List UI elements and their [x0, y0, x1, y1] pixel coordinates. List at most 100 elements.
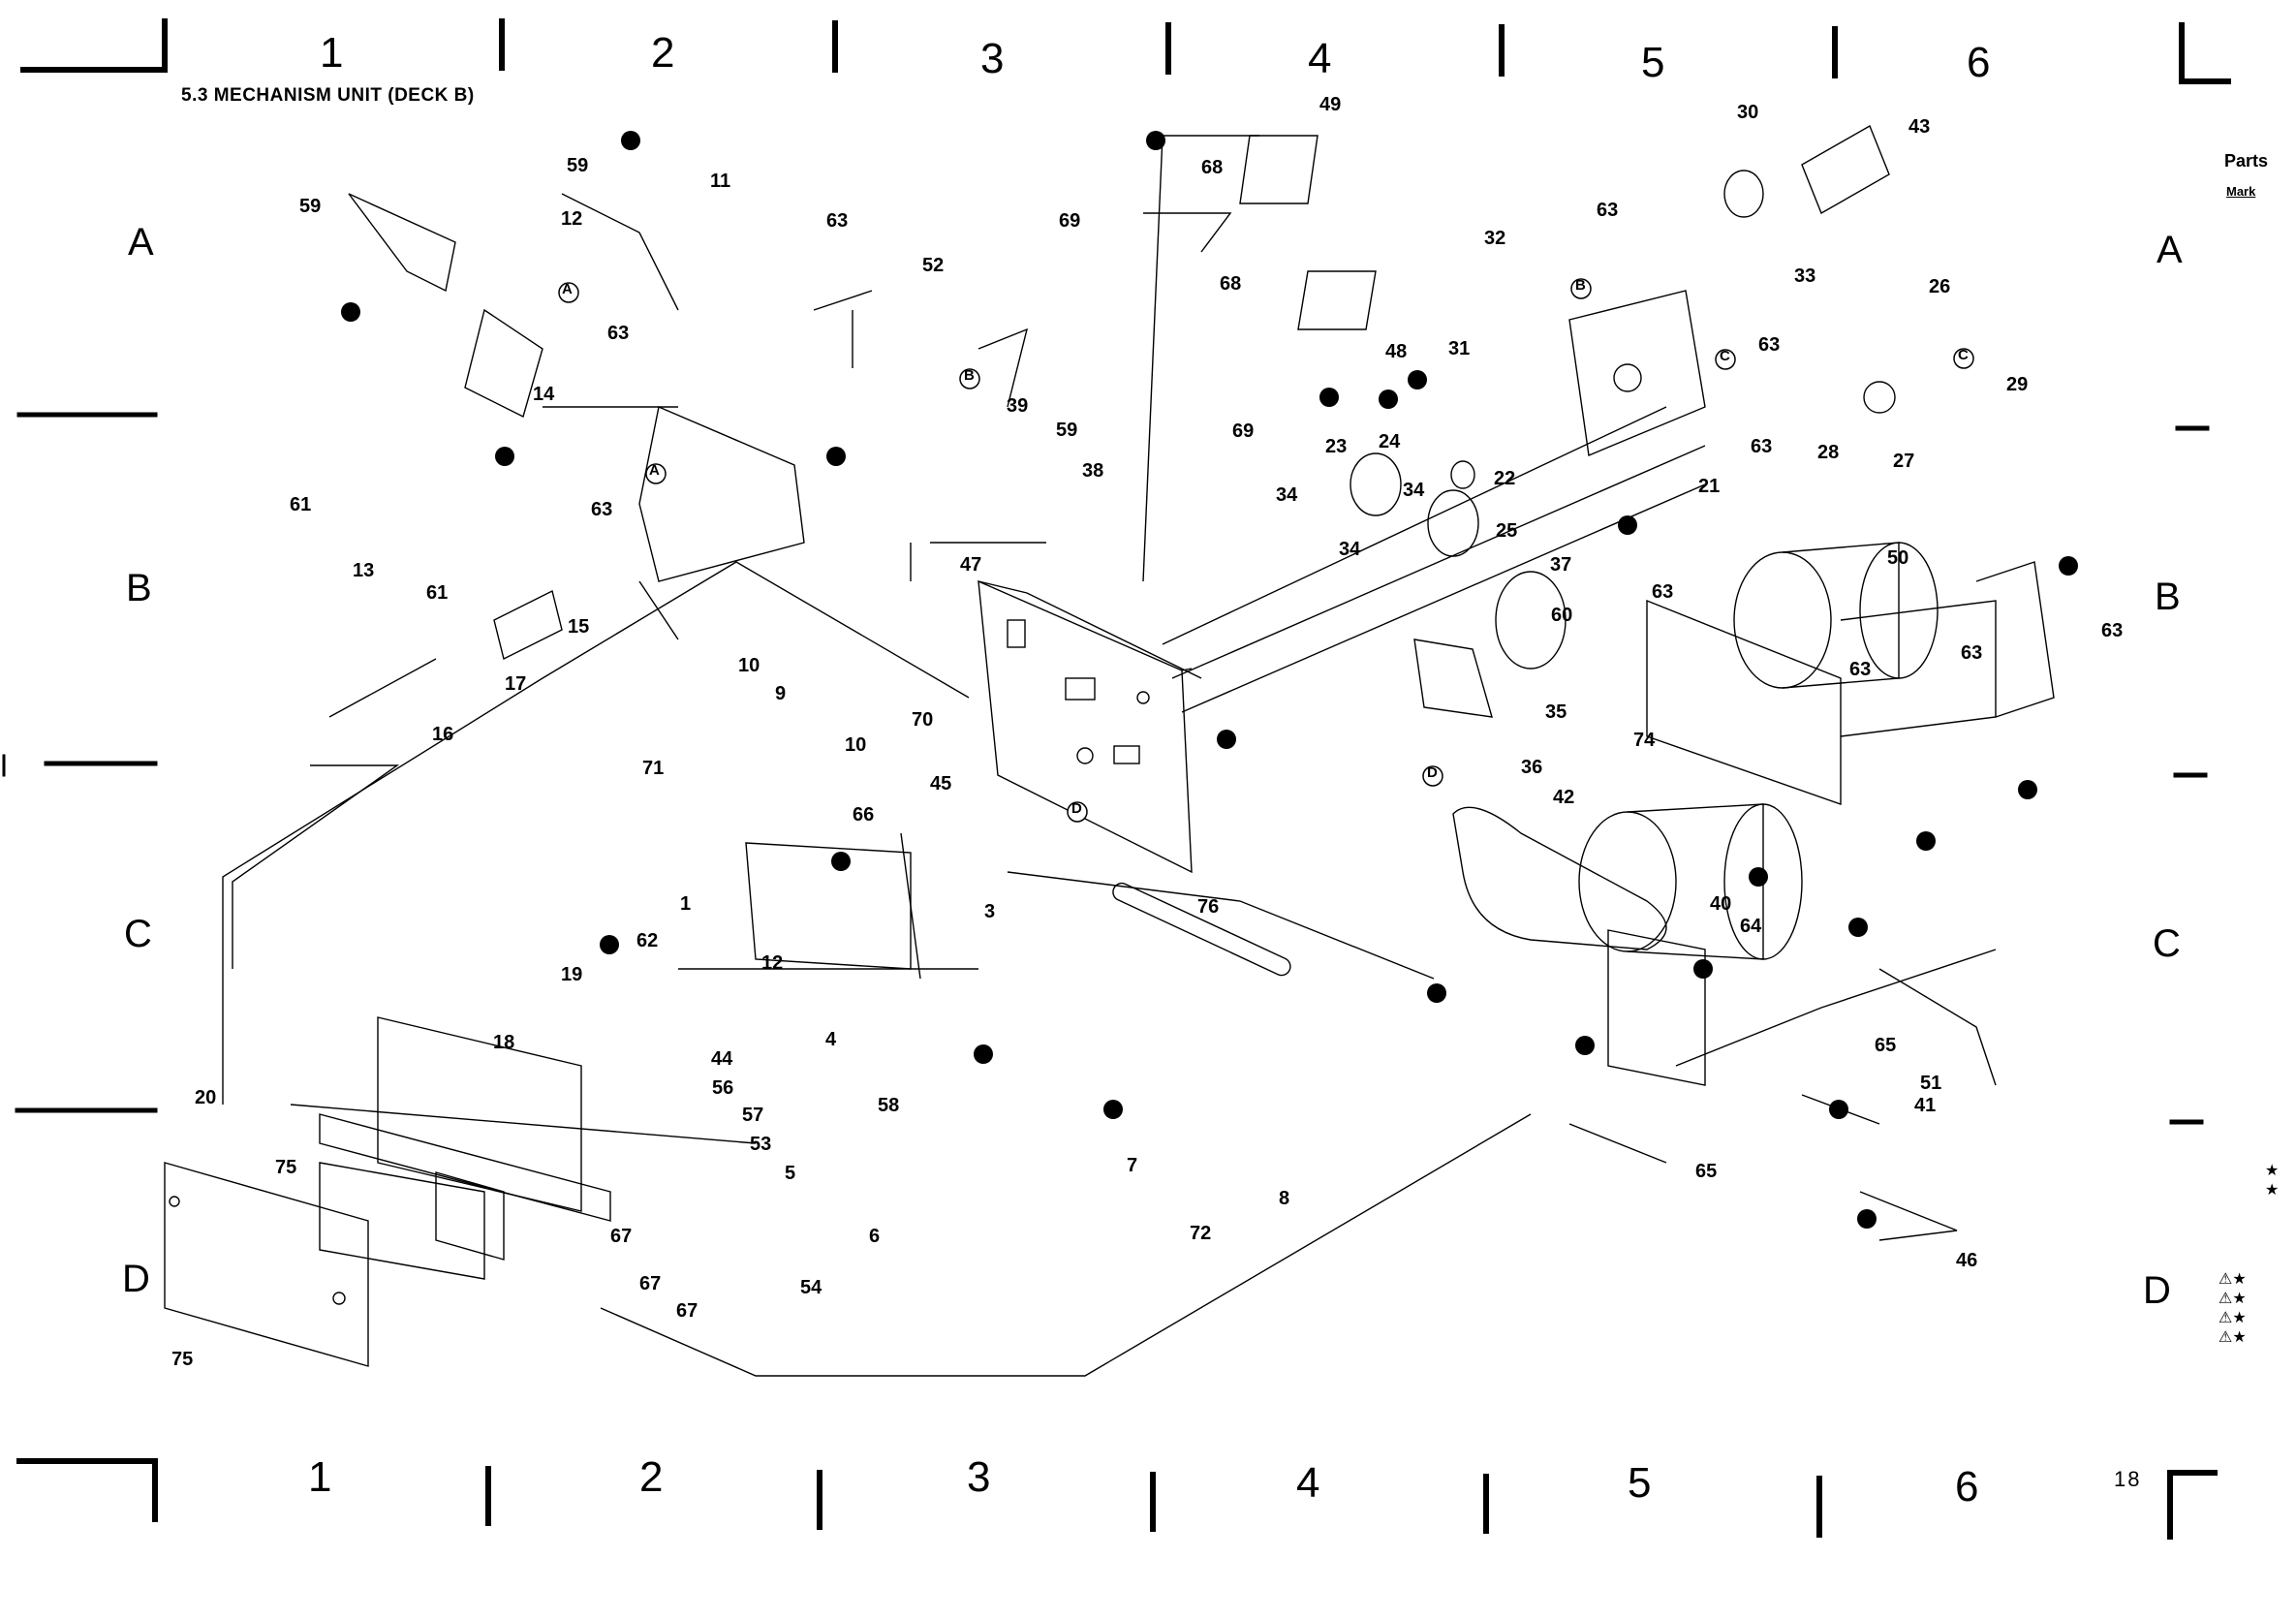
part-label: 40 — [1710, 893, 1732, 915]
column-6-bottom: 6 — [1955, 1463, 1979, 1511]
part-label: 65 — [1695, 1161, 1718, 1182]
part-label: 63 — [1961, 642, 1983, 664]
part-label: 64 — [1740, 916, 1762, 937]
column-3-top: 3 — [980, 35, 1005, 82]
part-label: 68 — [1220, 273, 1242, 295]
part-label: 28 — [1817, 442, 1840, 463]
part-label: 42 — [1553, 787, 1575, 808]
callout-D-2: D — [1071, 800, 1082, 817]
part-label: 12 — [761, 952, 784, 974]
part-label: 30 — [1737, 102, 1759, 123]
part-label: 52 — [922, 255, 945, 276]
legend-warning-1: ⚠★ — [2218, 1271, 2247, 1288]
row-B-left: B — [126, 567, 152, 609]
part-label: 72 — [1190, 1223, 1212, 1244]
part-label: 10 — [845, 734, 867, 756]
part-label: 36 — [1521, 757, 1543, 778]
part-label: 4 — [825, 1029, 837, 1050]
part-label: 38 — [1082, 460, 1104, 482]
part-label: 60 — [1551, 605, 1573, 626]
part-label: 54 — [800, 1277, 822, 1298]
part-label: 1 — [680, 893, 692, 915]
part-label: 7 — [1127, 1155, 1138, 1176]
part-label: 31 — [1448, 338, 1471, 359]
column-4-top: 4 — [1308, 35, 1332, 82]
row-A-left: A — [128, 221, 154, 264]
legend-star-2: ★ — [2265, 1182, 2280, 1199]
part-label: 69 — [1232, 421, 1255, 442]
mark-heading: Mark — [2226, 184, 2256, 199]
part-label: 19 — [561, 964, 583, 985]
part-label: 10 — [738, 655, 760, 676]
row-C-right: C — [2153, 922, 2181, 965]
part-label: 69 — [1059, 210, 1081, 232]
page-number: 18 — [2114, 1467, 2142, 1491]
part-label: 63 — [1597, 200, 1619, 221]
part-label: 56 — [712, 1077, 734, 1099]
part-label: 45 — [930, 773, 952, 794]
part-label: 63 — [1849, 659, 1872, 680]
part-label: 25 — [1496, 520, 1518, 542]
page-title: 5.3 MECHANISM UNIT (DECK B) — [181, 85, 475, 106]
column-6-top: 6 — [1967, 39, 1991, 86]
part-label: 50 — [1887, 547, 1909, 569]
part-label: 34 — [1403, 480, 1425, 501]
part-label: 11 — [710, 171, 731, 192]
legend-star-1: ★ — [2265, 1163, 2280, 1179]
part-label: 59 — [567, 155, 589, 176]
callout-C-2: C — [1958, 347, 1969, 363]
legend-warning-4: ⚠★ — [2218, 1329, 2247, 1346]
part-label: 71 — [642, 758, 665, 779]
column-2-bottom: 2 — [639, 1453, 664, 1501]
column-1-bottom: 1 — [308, 1453, 332, 1501]
row-A-right: A — [2156, 229, 2183, 271]
part-label: 75 — [275, 1157, 297, 1178]
part-label: 51 — [1920, 1073, 1942, 1094]
part-label: 32 — [1484, 228, 1506, 249]
part-label: 68 — [1201, 157, 1224, 178]
part-label: 5 — [785, 1163, 796, 1184]
part-label: 3 — [984, 901, 996, 922]
part-label: 17 — [505, 673, 527, 695]
part-label: 44 — [711, 1048, 733, 1070]
corner-mark-bottom-right — [2167, 1470, 2218, 1540]
part-label: 22 — [1494, 468, 1516, 489]
legend-warning-3: ⚠★ — [2218, 1310, 2247, 1326]
callout-B-1: B — [964, 367, 975, 384]
callout-C-1: C — [1720, 348, 1730, 364]
part-label: 57 — [742, 1105, 764, 1126]
row-D-right: D — [2143, 1269, 2171, 1312]
part-label: 23 — [1325, 436, 1348, 457]
part-label: 47 — [960, 554, 982, 576]
part-label: 53 — [750, 1134, 772, 1155]
part-label: 12 — [561, 208, 583, 230]
corner-mark-top-left — [20, 18, 168, 73]
part-label: 15 — [568, 616, 590, 638]
part-label: 63 — [607, 323, 630, 344]
part-label: 63 — [1652, 581, 1674, 603]
part-label: 9 — [775, 683, 787, 704]
column-2-top: 2 — [651, 29, 675, 77]
row-C-left: C — [124, 913, 152, 955]
column-5-top: 5 — [1641, 39, 1665, 86]
part-label: 37 — [1550, 554, 1572, 576]
part-label: 59 — [1056, 420, 1078, 441]
part-label: 20 — [195, 1087, 217, 1108]
part-label: 34 — [1276, 484, 1298, 506]
part-label: 65 — [1875, 1035, 1897, 1056]
corner-mark-bottom-left — [16, 1458, 158, 1522]
part-label: 49 — [1319, 94, 1342, 115]
part-label: 24 — [1379, 431, 1401, 452]
part-label: 14 — [533, 384, 555, 405]
part-label: 75 — [171, 1349, 194, 1370]
part-label: 26 — [1929, 276, 1951, 297]
corner-mark-top-right — [2179, 22, 2231, 84]
part-label: 63 — [591, 499, 613, 520]
part-label: 18 — [493, 1032, 515, 1053]
row-B-right: B — [2155, 576, 2181, 618]
part-label: 16 — [432, 724, 454, 745]
part-label: 21 — [1698, 476, 1721, 497]
part-label: 58 — [878, 1095, 900, 1116]
